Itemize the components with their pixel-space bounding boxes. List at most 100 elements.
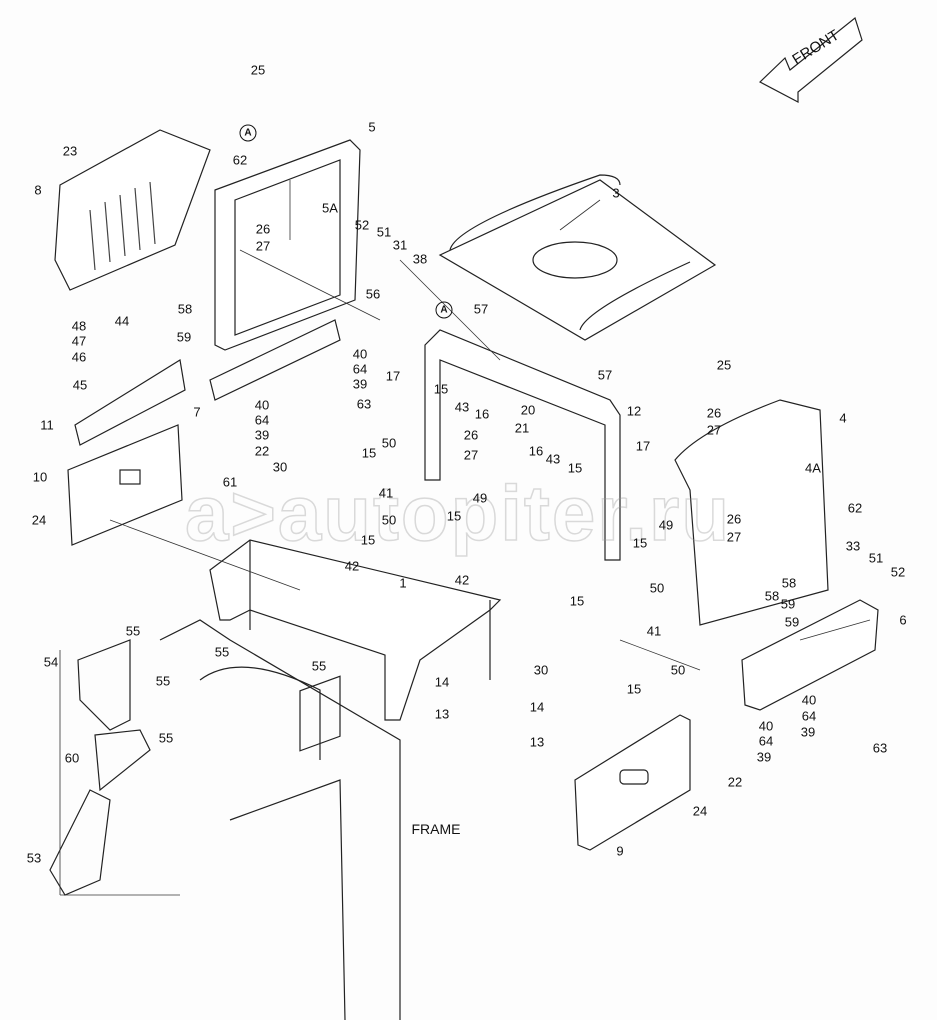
part-callout-24: 24 — [31, 512, 47, 528]
part-callout-16: 16 — [474, 406, 490, 422]
part-callout-25: 25 — [716, 357, 732, 373]
part-callout-54: 54 — [43, 654, 59, 670]
part-callout-56: 56 — [365, 286, 381, 302]
part-callout-8: 8 — [34, 182, 42, 198]
part-callout-57: 57 — [473, 301, 489, 317]
grille-part-8 — [54, 129, 211, 291]
part-callout-14: 14 — [434, 674, 450, 690]
part-callout-64: 64 — [801, 708, 817, 724]
part-callout-5A: 5A — [322, 200, 338, 216]
part-callout-52: 52 — [354, 217, 370, 233]
part-callout-39: 39 — [254, 427, 270, 443]
part-callout-42: 42 — [344, 558, 360, 574]
part-callout-43: 43 — [545, 451, 561, 467]
part-callout-48: 48 — [71, 318, 87, 334]
part-callout-20: 20 — [520, 402, 536, 418]
part-callout-58: 58 — [781, 575, 797, 591]
part-callout-55: 55 — [155, 673, 171, 689]
part-callout-59: 59 — [780, 596, 796, 612]
part-callout-15: 15 — [446, 508, 462, 524]
part-callout-40: 40 — [801, 692, 817, 708]
base-frame-part-1 — [209, 539, 502, 721]
guard-part-54 — [77, 639, 131, 731]
part-callout-22: 22 — [727, 774, 743, 790]
part-callout-49: 49 — [472, 490, 488, 506]
part-callout-22: 22 — [254, 443, 270, 459]
door-part-5 — [214, 139, 361, 351]
part-callout-55: 55 — [158, 730, 174, 746]
part-callout-12: 12 — [626, 403, 642, 419]
panel-part-11 — [74, 359, 186, 446]
part-callout-3: 3 — [612, 185, 620, 201]
part-callout-27: 27 — [255, 238, 271, 254]
part-callout-1: 1 — [399, 575, 407, 591]
part-callout-59: 59 — [176, 329, 192, 345]
part-callout-58: 58 — [764, 588, 780, 604]
watermark-logo: a>autopiter.ru — [184, 468, 731, 558]
part-callout-50: 50 — [381, 512, 397, 528]
guard-part-60 — [94, 729, 151, 792]
part-callout-64: 64 — [254, 412, 270, 428]
part-callout-5: 5 — [368, 119, 376, 135]
part-callout-14: 14 — [529, 699, 545, 715]
part-callout-11: 11 — [40, 417, 54, 433]
panel-part-9 — [574, 714, 691, 851]
part-callout-45: 45 — [72, 377, 88, 393]
part-callout-51: 51 — [868, 550, 884, 566]
part-callout-13: 13 — [529, 734, 545, 750]
frame-label: FRAME — [411, 821, 461, 837]
part-callout-62: 62 — [232, 152, 248, 168]
part-callout-59: 59 — [784, 614, 800, 630]
part-callout-64: 64 — [352, 361, 368, 377]
part-callout-55: 55 — [125, 623, 141, 639]
part-callout-27: 27 — [726, 529, 742, 545]
part-callout-63: 63 — [356, 396, 372, 412]
part-callout-15: 15 — [433, 381, 449, 397]
part-callout-26: 26 — [726, 511, 742, 527]
bracket-part-7 — [209, 319, 341, 401]
part-callout-27: 27 — [463, 447, 479, 463]
part-callout-61: 61 — [222, 474, 238, 490]
part-callout-30: 30 — [533, 662, 549, 678]
part-callout-15: 15 — [567, 460, 583, 476]
part-callout-52: 52 — [890, 564, 906, 580]
part-callout-16: 16 — [528, 443, 544, 459]
part-callout-4: 4 — [839, 410, 847, 426]
part-callout-63: 63 — [872, 740, 888, 756]
part-callout-44: 44 — [114, 313, 130, 329]
frame-body — [159, 619, 401, 1020]
guard-part-53 — [49, 789, 111, 896]
part-callout-15: 15 — [569, 593, 585, 609]
part-callout-15: 15 — [360, 532, 376, 548]
part-callout-31: 31 — [392, 237, 408, 253]
part-callout-50: 50 — [670, 662, 686, 678]
part-callout-60: 60 — [64, 750, 80, 766]
part-callout-40: 40 — [352, 346, 368, 362]
part-callout-47: 47 — [71, 333, 87, 349]
part-callout-21: 21 — [514, 420, 530, 436]
part-callout-43: 43 — [454, 399, 470, 415]
front-arrow-icon — [758, 16, 863, 103]
part-callout-15: 15 — [626, 681, 642, 697]
part-callout-49: 49 — [658, 517, 674, 533]
view-marker-a: A — [239, 124, 257, 142]
part-callout-4A: 4A — [805, 460, 821, 476]
part-callout-26: 26 — [706, 405, 722, 421]
frame-part-12 — [424, 329, 621, 561]
part-callout-46: 46 — [71, 349, 87, 365]
part-callout-39: 39 — [352, 376, 368, 392]
part-callout-62: 62 — [847, 500, 863, 516]
part-callout-7: 7 — [193, 404, 201, 420]
part-callout-51: 51 — [376, 224, 392, 240]
part-callout-55: 55 — [214, 644, 230, 660]
part-callout-41: 41 — [378, 485, 394, 501]
part-callout-17: 17 — [385, 368, 401, 384]
part-callout-39: 39 — [756, 749, 772, 765]
part-callout-10: 10 — [32, 469, 48, 485]
part-callout-39: 39 — [800, 724, 816, 740]
part-callout-6: 6 — [899, 612, 907, 628]
part-callout-50: 50 — [381, 435, 397, 451]
part-callout-64: 64 — [758, 733, 774, 749]
